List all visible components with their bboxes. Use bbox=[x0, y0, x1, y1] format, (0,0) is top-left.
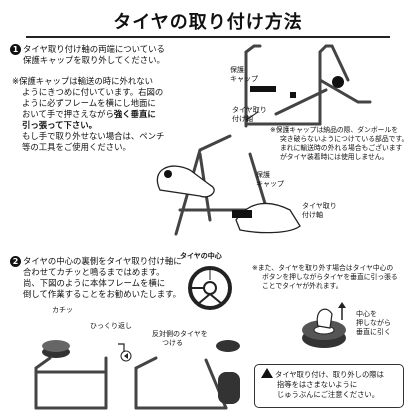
attach-tire-illustration bbox=[34, 340, 240, 410]
axle-label-2: タイヤ取り 付け軸 bbox=[302, 202, 337, 220]
opposite-label-line: 反対側のタイヤを bbox=[152, 330, 208, 338]
cap-label-line: 保護 bbox=[256, 171, 270, 179]
pull-cap-illustration bbox=[156, 134, 301, 236]
step2-number: 2 bbox=[10, 256, 21, 267]
step2-line-1: タイヤの中心の裏側をタイヤ取り付け軸に bbox=[23, 256, 182, 266]
side-note-line: ※保護キャップは納品の際、ダンボールを bbox=[270, 126, 399, 134]
step2-line-2: 合わせてカチッと鳴るまではめます。 bbox=[23, 267, 165, 277]
side-note-line: がタイヤ装着時には使用しません。 bbox=[280, 153, 389, 161]
remove-label: 中心を 押しながら 垂直に引く bbox=[356, 310, 414, 337]
opposite-tire-label: 反対側のタイヤを つける bbox=[152, 330, 208, 348]
frame-with-cap-illustration bbox=[244, 44, 372, 128]
step1-note-line: 等の工具をご使用ください。 bbox=[22, 142, 131, 152]
remove-label-line: 中心を bbox=[356, 310, 377, 318]
side-note-line: 突き破らないようにつけている部品です。 bbox=[280, 135, 409, 143]
step2-line-4: 倒して作業することをお勧めいたします。 bbox=[23, 289, 182, 299]
step1-note-line: もし手で取り外せない場合は、ペンチ bbox=[22, 131, 165, 141]
opposite-label-line: つける bbox=[162, 339, 183, 347]
axle-label-line: 付け軸 bbox=[302, 211, 323, 219]
remove-label-line: 押しながら bbox=[356, 319, 391, 327]
remove-note-line: ボタンを押しながらタイヤを垂直に引っ張る bbox=[262, 273, 398, 281]
page-title: タイヤの取り付け方法 bbox=[113, 12, 303, 33]
step1-note-line: おいて手で押さえながら bbox=[22, 109, 114, 119]
caution-line: じゅうぶんにご注意ください。 bbox=[277, 390, 380, 399]
step1-line-1: タイヤ取り付け軸の両端についている bbox=[23, 44, 165, 54]
step1-note-line: 引っ張って下さい。 bbox=[22, 120, 97, 130]
remove-label-line: 垂直に引く bbox=[356, 328, 391, 336]
cap-label: 保護 キャップ bbox=[230, 66, 258, 84]
cap-label-line: キャップ bbox=[230, 75, 258, 83]
caution-box: タイヤ取り付け、取り外しの際は 指等をはさまないように じゅうぶんにご注意くださ… bbox=[254, 364, 404, 408]
tire-removal-illustration bbox=[302, 302, 346, 348]
axle-label-line: タイヤ取り bbox=[232, 106, 267, 114]
step1-number: 1 bbox=[10, 44, 21, 55]
caution-line: 指等をはさまないように bbox=[277, 380, 358, 389]
axle-label-line: タイヤ取り bbox=[302, 202, 337, 210]
side-note-line: まれに輸送時の外れる場合もございます bbox=[280, 144, 403, 152]
tire-center-illustration bbox=[188, 266, 232, 310]
step1-note-emphasis: 強く垂直に bbox=[113, 109, 156, 119]
step1-line-2: 保護キャップを取り外してください。 bbox=[23, 55, 165, 65]
step1-note: ※保護キャップは輸送の時に外れない ようにきつめに付いています。右図の ように必… bbox=[12, 76, 192, 153]
title-underline bbox=[26, 36, 390, 38]
tire-center-label: タイヤの中心 bbox=[180, 252, 222, 260]
step1-note-line: ようにきつめに付いています。右図の bbox=[22, 87, 164, 97]
step1-note-line: ※保護キャップは輸送の時に外れない bbox=[12, 76, 154, 86]
flip-label: ひっくり返し bbox=[90, 322, 132, 330]
axle-label: タイヤ取り 付け軸 bbox=[232, 106, 267, 124]
remove-note: ※また、タイヤを取り外す場合はタイヤ中心の ボタンを押しながらタイヤを垂直に引っ… bbox=[252, 264, 414, 291]
axle-label-line: 付け軸 bbox=[232, 115, 253, 123]
step2-line-3: 尚、下図のように本体フレームを横に bbox=[23, 278, 166, 288]
cap-label-line: 保護 bbox=[230, 66, 244, 74]
remove-note-line: ことでタイヤが外れます。 bbox=[262, 282, 343, 290]
cap-label-2: 保護 キャップ bbox=[256, 171, 284, 189]
step1-note-line: ように必ずフレームを横にし地面に bbox=[22, 98, 156, 108]
cap-side-note: ※保護キャップは納品の際、ダンボールを 突き破らないようにつけている部品です。 … bbox=[270, 126, 414, 162]
cap-label-line: キャップ bbox=[256, 180, 284, 188]
warning-icon bbox=[261, 368, 273, 378]
caution-line: タイヤ取り付け、取り外しの際は bbox=[275, 370, 384, 379]
click-label: カチッ bbox=[52, 306, 73, 314]
remove-note-line: ※また、タイヤを取り外す場合はタイヤ中心の bbox=[252, 264, 394, 272]
